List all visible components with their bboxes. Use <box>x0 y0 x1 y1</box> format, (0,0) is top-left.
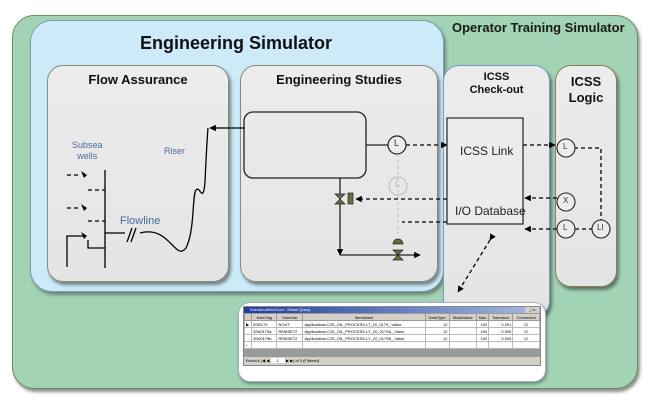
engineering-simulator-title: Engineering Simulator <box>140 33 333 53</box>
record-navigator[interactable]: Record: |◀ ◀ 1 ▶ ▶| of 3 (Filtered) <box>244 357 540 364</box>
new-row[interactable]: * <box>244 341 540 349</box>
col-datatype[interactable]: DataType <box>424 313 450 321</box>
ots-title: Operator Training Simulator <box>452 20 625 35</box>
icss-logic-title-1: ICSS <box>570 74 602 89</box>
well-valve-icons <box>81 171 87 239</box>
flow-assurance-panel: Flow Assurance <box>47 65 229 282</box>
signal-lines <box>355 141 602 293</box>
icss-logic-panel: ICSS Logic <box>555 65 617 287</box>
lt-instrument-label: L <box>394 138 400 148</box>
col-max[interactable]: Max <box>475 313 490 321</box>
icss-checkout-title-1: ICSS <box>483 71 510 83</box>
col-staticvalue[interactable]: StaticValue <box>448 313 477 321</box>
window-controls[interactable]: _□x <box>525 307 539 313</box>
col-ksimtag[interactable]: KsimTag <box>250 313 278 321</box>
engineering-studies-title: Engineering Studies <box>276 72 402 87</box>
control-valves <box>334 192 404 261</box>
window-title-bar[interactable]: KsimIoIoAItDcCom : Select Query _□x <box>244 307 540 313</box>
lic-label: LI <box>597 223 604 232</box>
col-connected[interactable]: Connected <box>512 313 540 321</box>
icss-checkout-title-2: Check-out <box>469 84 524 96</box>
icss-link-io-box <box>446 117 524 225</box>
col-tolerance[interactable]: Tolerance <box>488 313 514 321</box>
select-query-window[interactable]: KsimIoIoAItDcCom : Select Query _□x Ksim… <box>243 306 541 366</box>
flow-assurance-title: Flow Assurance <box>88 72 188 87</box>
subsea-wells-diagram <box>66 124 245 268</box>
ly-label: L <box>563 223 568 232</box>
level-controller-faded <box>388 154 408 233</box>
icss-logic-title-2: Logic <box>568 90 604 105</box>
riser-label: Riser <box>164 146 186 156</box>
col-itemname[interactable]: ItemName <box>302 313 426 321</box>
xy-label: X <box>563 196 569 205</box>
io-database-label: I/O Database <box>455 204 526 218</box>
engineering-studies-panel: Engineering Studies <box>240 65 438 282</box>
separator-vessel <box>243 111 421 259</box>
col-ksimvar[interactable]: KsimVar <box>276 313 304 321</box>
logic-instruments <box>556 138 611 239</box>
lc-instrument-label: L <box>395 179 401 189</box>
icss-link-label: ICSS Link <box>460 144 514 158</box>
query-table: KsimTag KsimVar ItemName DataType Static… <box>244 313 540 349</box>
li-label: L <box>563 142 568 151</box>
flowline-label: Flowline <box>120 215 161 227</box>
